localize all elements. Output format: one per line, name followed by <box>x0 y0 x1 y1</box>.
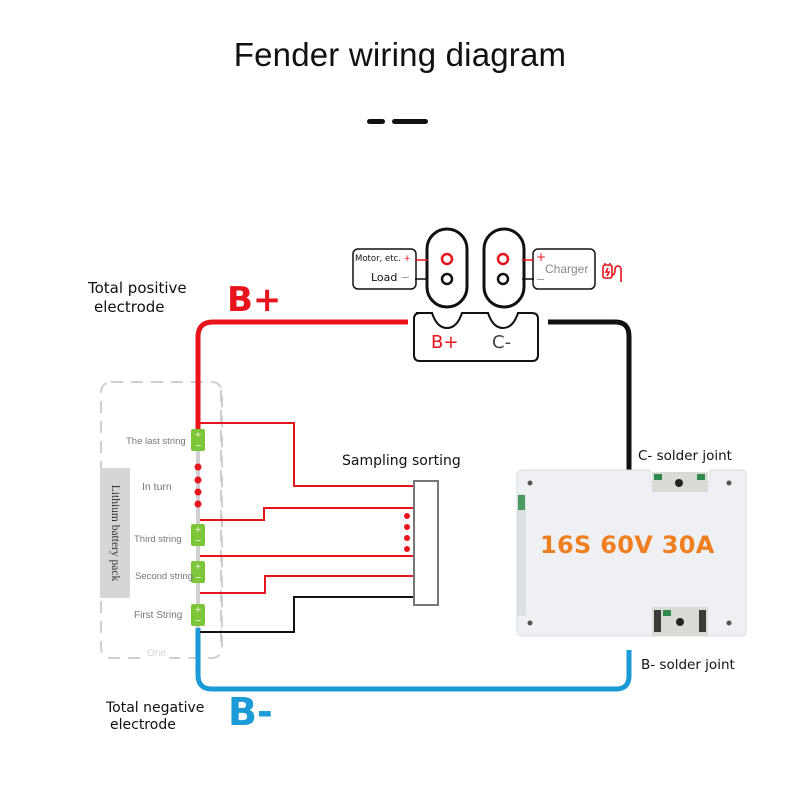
charger-plug-icon <box>602 263 622 282</box>
c-minus-wire <box>548 319 632 470</box>
cell-last-string <box>191 429 205 451</box>
b-minus-solder-joint-label: B- solder joint <box>641 657 735 673</box>
sampling-wire-second <box>200 575 414 594</box>
cell-first-string-polarity: +− <box>194 605 202 625</box>
cell-last-string-polarity: +− <box>194 430 202 450</box>
battery-pack-label: Lithium battery pack <box>109 484 122 582</box>
in-turn-label: In turn <box>142 481 172 493</box>
battery-pack-label-bg <box>100 468 130 598</box>
negative-main-wire <box>195 628 632 692</box>
sampling-connector <box>413 480 439 606</box>
load-plus-terminal <box>440 252 454 266</box>
load-box <box>352 248 417 290</box>
charger-minus-sign: − <box>536 273 546 286</box>
connector-b-plus-label: B+ <box>431 332 459 353</box>
cell-first-string <box>191 604 205 626</box>
ellipsis-dots-cells <box>194 463 202 508</box>
charger-label: Charger <box>545 262 589 276</box>
b-minus-label: B- <box>228 690 273 734</box>
c-minus-solder-joint-label: C- solder joint <box>638 448 732 464</box>
load-minus-terminal <box>440 272 454 286</box>
charger-terminal-pill <box>482 227 526 309</box>
diagram-title: Fender wiring diagram <box>233 36 567 73</box>
cell-third-string <box>191 524 205 546</box>
cell-second-string <box>191 561 205 583</box>
charger-plus-terminal <box>496 252 510 266</box>
sampling-wire-last <box>198 422 414 487</box>
bms-connector-block <box>413 312 539 362</box>
title-divider <box>367 119 385 124</box>
sampling-wire-first <box>200 596 414 633</box>
string-label-second: Second string <box>135 571 194 582</box>
load-box-label: Load − <box>371 271 411 284</box>
ellipsis-dots-connector <box>404 513 410 552</box>
cell-third-string-polarity: +− <box>194 525 202 545</box>
sampling-sorting-label: Sampling sorting <box>342 453 461 469</box>
bms-spec-label: 16S 60V 30A <box>540 531 715 559</box>
cell-second-string-polarity: +− <box>194 562 202 582</box>
battery-pack-label-block: Lithium battery pack <box>100 468 130 598</box>
load-terminal-pill <box>425 227 469 309</box>
total-positive-label: Total positive electrode <box>88 279 187 316</box>
bms-board <box>516 469 747 637</box>
positive-main-wire <box>195 319 408 430</box>
load-box-title: Motor, etc. + <box>355 254 411 264</box>
string-label-last: The last string <box>126 436 186 447</box>
b-plus-label: B+ <box>227 280 282 320</box>
total-negative-label: Total negative electrode <box>106 700 205 733</box>
battery-pack-bottom-label: One <box>144 648 169 659</box>
charger-minus-terminal <box>496 272 510 286</box>
title-divider-long <box>392 119 428 124</box>
sampling-wire-third-top <box>200 507 414 521</box>
charger-plus-sign: + <box>536 250 547 264</box>
connector-c-minus-label: C- <box>492 332 512 353</box>
string-label-third: Third string <box>134 534 182 545</box>
string-label-first: First String <box>134 610 183 621</box>
charger-box <box>532 248 596 290</box>
